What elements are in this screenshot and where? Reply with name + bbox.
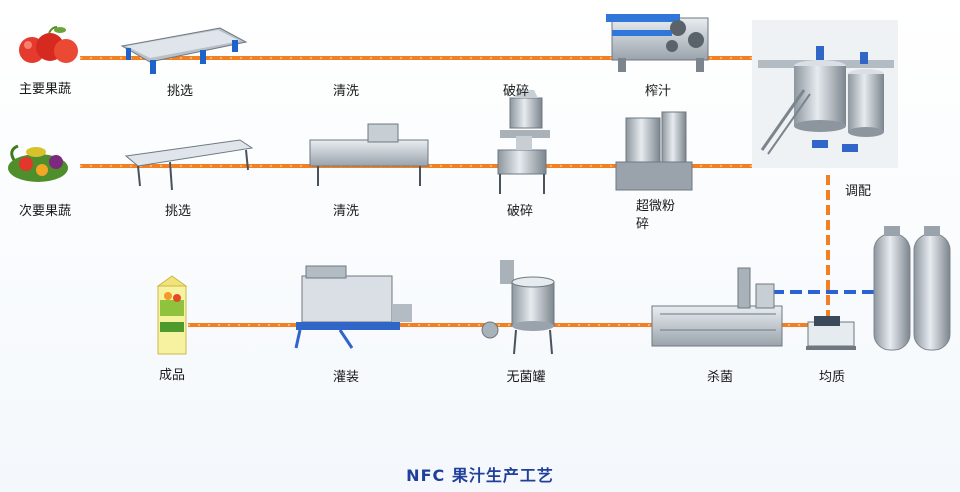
homogenizer xyxy=(806,316,856,350)
sorting-table-2 xyxy=(124,139,254,191)
label-sterilization: 杀菌 xyxy=(706,370,734,385)
sterilizer xyxy=(651,267,783,347)
label-sorting-1: 挑选 xyxy=(166,84,194,99)
label-washing-1: 清洗 xyxy=(332,84,360,99)
aseptic-tank xyxy=(481,260,555,355)
label-crushing-1: 破碎 xyxy=(502,84,530,99)
label-sorting-2: 挑选 xyxy=(164,204,192,219)
label-main-produce: 主要果蔬 xyxy=(18,82,72,97)
label-washing-2: 清洗 xyxy=(332,204,360,219)
ultrafine-mill xyxy=(615,111,693,191)
crusher-1 xyxy=(500,90,550,138)
sorting-conveyor-1 xyxy=(120,27,248,74)
apples-image xyxy=(19,26,78,63)
juice-carton xyxy=(156,275,188,355)
juice-press xyxy=(606,14,709,72)
label-crushing-2: 破碎 xyxy=(506,204,534,219)
crusher-2 xyxy=(497,136,547,194)
diagram-title: NFC 果汁生产工艺 xyxy=(406,466,554,485)
label-homogenization: 均质 xyxy=(818,370,846,385)
label-aseptic-tank: 无菌罐 xyxy=(506,370,546,385)
label-secondary-produce: 次要果蔬 xyxy=(18,204,72,219)
filling-machine xyxy=(294,265,412,349)
label-ultrafine-grinding: 超微粉碎 xyxy=(636,199,676,232)
storage-tanks xyxy=(873,226,951,351)
washing-machine-2 xyxy=(309,123,429,186)
mixing-station xyxy=(752,20,898,168)
label-filling: 灌装 xyxy=(332,370,360,385)
label-juicing: 榨汁 xyxy=(644,84,672,99)
vegetables-image xyxy=(8,144,68,182)
label-mixing: 调配 xyxy=(844,184,872,199)
label-finished-product: 成品 xyxy=(158,368,186,383)
